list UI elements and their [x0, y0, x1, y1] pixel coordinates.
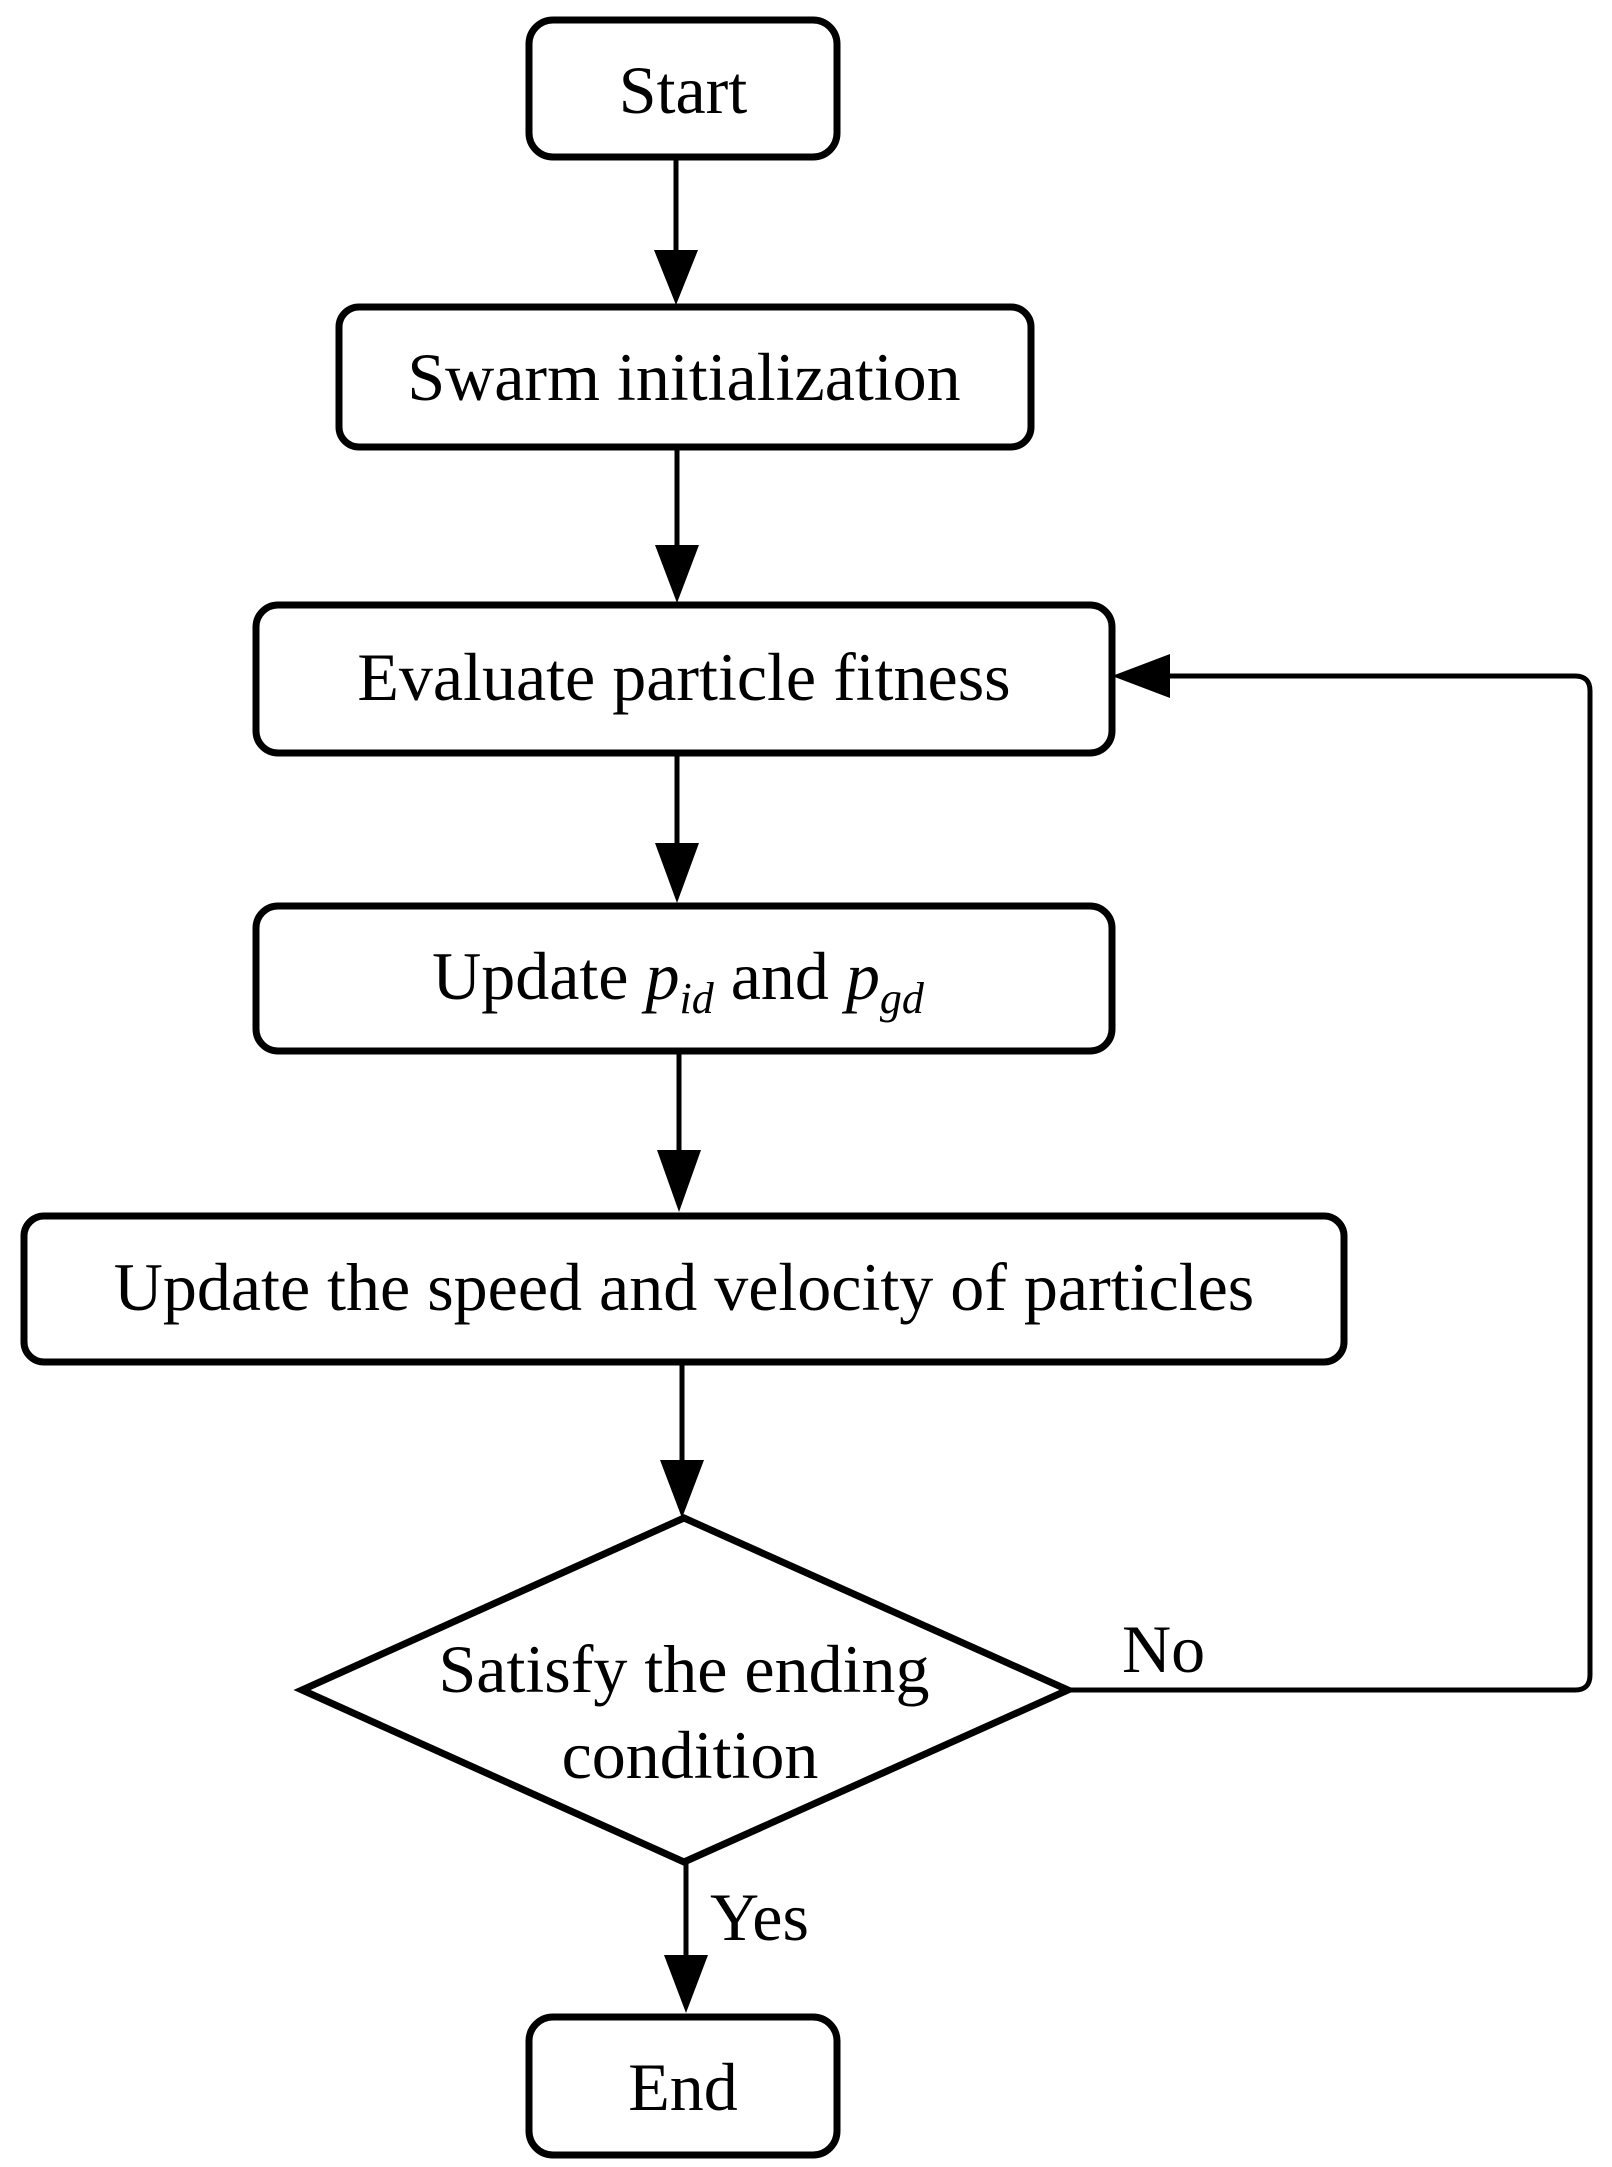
update-particles-node: Update the speed and velocity of particl… — [20, 1212, 1348, 1366]
decision-label-line1: Satisfy the ending — [438, 1631, 929, 1707]
start-node: Start — [525, 16, 841, 161]
update-best-prefix: Update — [432, 938, 645, 1014]
yes-label: Yes — [710, 1879, 809, 1955]
update-best-middle: and — [714, 938, 846, 1014]
evaluate-node: Evaluate particle fitness — [252, 601, 1116, 757]
arrow-yes-to-end: Yes — [664, 1862, 809, 2013]
update-best-label: Update pid and pgd — [432, 938, 925, 1023]
end-label: End — [628, 2049, 738, 2125]
init-node: Swarm initialization — [335, 303, 1035, 451]
update-best-var1: p — [641, 938, 679, 1014]
arrow-no-loop: No — [1068, 654, 1593, 1693]
arrow-evaluate-to-update-best — [655, 753, 699, 903]
arrow-update-particles-to-decision — [660, 1362, 704, 1518]
update-best-node: Update pid and pgd — [252, 902, 1116, 1055]
start-label: Start — [619, 52, 748, 128]
end-node: End — [525, 2013, 841, 2159]
decision-label-line2: condition — [562, 1717, 819, 1793]
decision-node: Satisfy the ending condition — [293, 1514, 1077, 1866]
arrow-init-to-evaluate — [655, 447, 699, 603]
arrow-start-to-init — [654, 157, 698, 305]
update-particles-label: Update the speed and velocity of particl… — [114, 1249, 1254, 1325]
arrow-update-best-to-update-particles — [657, 1051, 701, 1212]
no-label: No — [1122, 1611, 1205, 1687]
update-best-sub2: gd — [880, 974, 925, 1023]
update-best-sub1: id — [679, 974, 714, 1023]
update-best-var2: p — [842, 938, 880, 1014]
init-label: Swarm initialization — [407, 339, 960, 415]
evaluate-label: Evaluate particle fitness — [357, 639, 1010, 715]
